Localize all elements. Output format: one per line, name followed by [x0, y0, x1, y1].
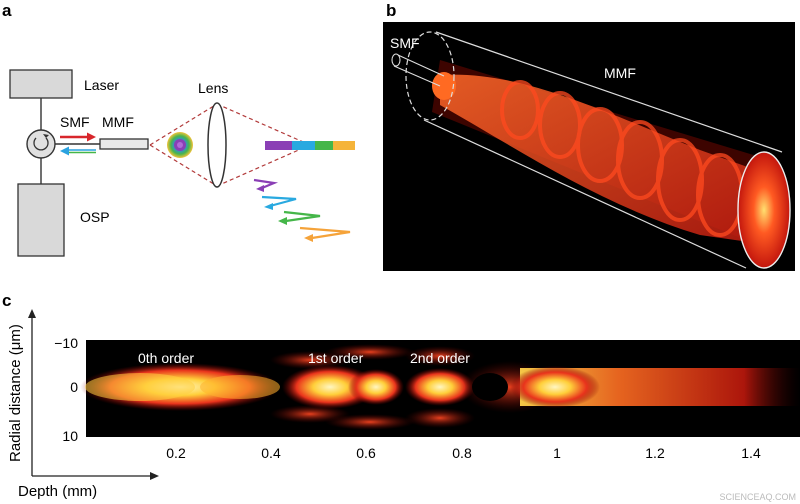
panel-a: a Laser OSP SMF MMF Lens: [2, 1, 355, 257]
panel-c-letter: c: [2, 291, 11, 310]
y-tick-label: 10: [62, 428, 78, 444]
x-tick-label: 1.2: [645, 445, 665, 461]
panel-a-letter: a: [2, 1, 12, 20]
x-tick-label: 0.2: [166, 445, 186, 461]
spectrum-bar: [265, 141, 355, 150]
circulator-icon: [26, 129, 56, 159]
smf-cylinder: [391, 53, 445, 87]
dashed-beam: [149, 103, 311, 187]
x-tick-label: 0.8: [452, 445, 472, 461]
smf-b-label: SMF: [390, 35, 420, 51]
mmf-b-label: MMF: [604, 65, 636, 81]
mmf-label: MMF: [102, 114, 134, 130]
mmf-end-face: [737, 151, 791, 269]
watermark: SCIENCEAQ.COM: [719, 492, 796, 502]
x-tick-label: 0.4: [261, 445, 281, 461]
osp-label: OSP: [80, 209, 110, 225]
panel-b: b SMF MMF: [383, 1, 795, 271]
laser-label: Laser: [84, 77, 119, 93]
mmf-entry-face: [405, 31, 455, 121]
wavelength-arrows: [253, 178, 351, 242]
intensity-map: [80, 340, 800, 437]
lens-icon: [207, 102, 227, 188]
y-axis-label: Radial distance (μm): [7, 324, 24, 462]
ring-pattern-icon: [167, 132, 193, 158]
return-arrow: [60, 146, 96, 156]
laser-box: [9, 69, 73, 99]
order-0-label: 0th order: [138, 350, 194, 366]
panel-c: c Radial distance (μm) Depth (mm) −10 0 …: [2, 291, 800, 500]
x-tick-label: 0.6: [356, 445, 376, 461]
order-2-label: 2nd order: [410, 350, 470, 366]
x-tick-label: 1: [553, 445, 561, 461]
panel-b-letter: b: [386, 1, 396, 20]
y-axis: [28, 309, 159, 480]
lens-label: Lens: [198, 80, 228, 96]
order-1-label: 1st order: [308, 350, 364, 366]
mmf-segment: [99, 138, 149, 150]
fiber-entry-glow: [432, 72, 456, 100]
x-tick-label: 1.4: [741, 445, 761, 461]
x-axis-label: Depth (mm): [18, 483, 97, 500]
mmf-cylinder: [405, 31, 791, 269]
y-tick-label: −10: [54, 335, 78, 351]
smf-label: SMF: [60, 114, 90, 130]
osp-box: [17, 183, 65, 257]
y-tick-label: 0: [70, 379, 78, 395]
forward-arrow: [60, 132, 96, 142]
